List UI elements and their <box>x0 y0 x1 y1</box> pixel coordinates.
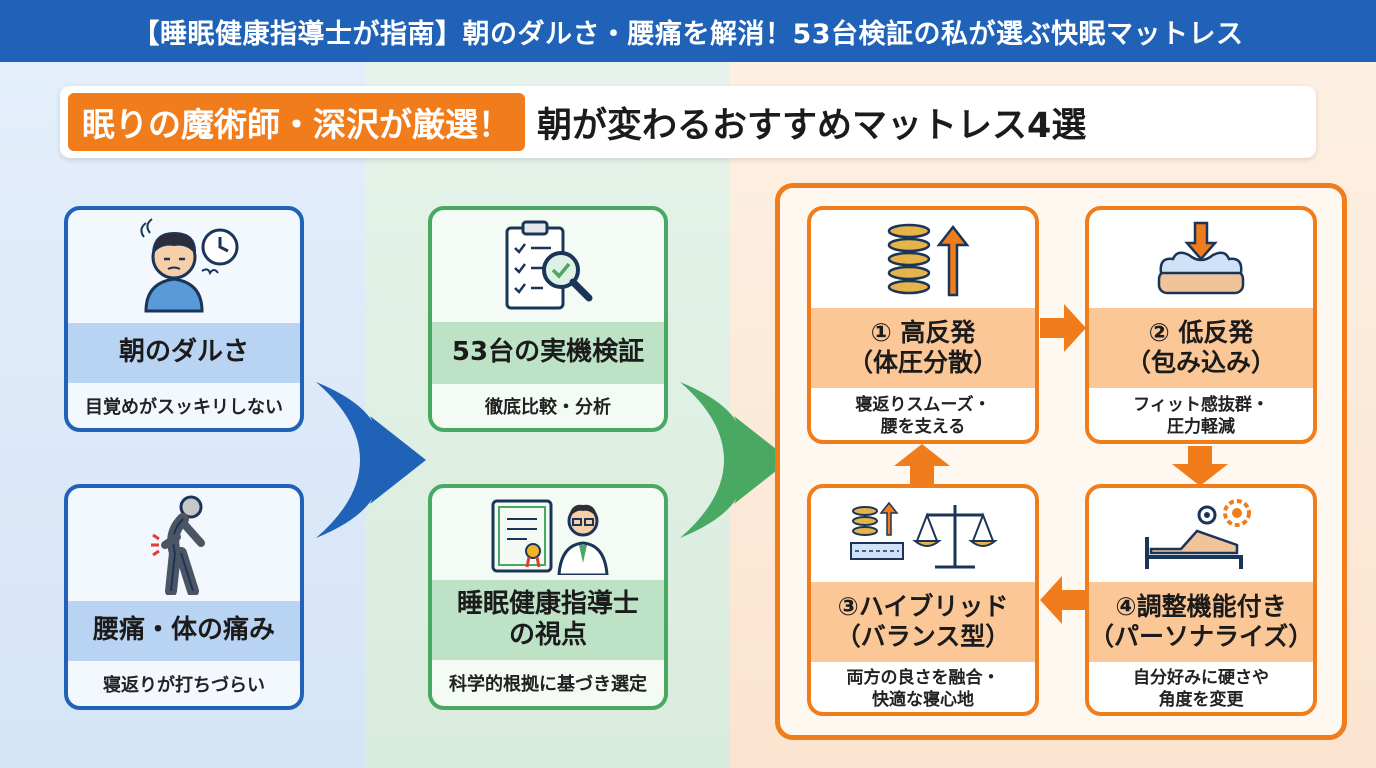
type-title: ④調整機能付き （パーソナライズ） <box>1089 582 1313 662</box>
type-description-line1: 寝返りスムーズ・ <box>855 394 991 415</box>
foam-press-icon <box>1089 210 1313 308</box>
adjustable-bed-gear-icon <box>1089 488 1313 582</box>
method-card-53-verification: 53台の実機検証 徹底比較・分析 <box>428 206 668 432</box>
method-title: 53台の実機検証 <box>432 322 664 384</box>
type-description-line2: 圧力軽減 <box>1167 417 1235 437</box>
flow-arrow-blue <box>316 382 426 538</box>
type-description-line1: 両方の良さを融合・ <box>846 667 1000 688</box>
problem-title: 腰痛・体の痛み <box>68 601 300 661</box>
spring-up-arrow-icon <box>811 210 1035 308</box>
checklist-magnifier-icon <box>432 210 664 322</box>
page-title: 【睡眠健康指導士が指南】朝のダルさ・腰痛を解消！53台検証の私が選ぶ快眠マットレ… <box>0 0 1376 62</box>
problem-description: 目覚めがスッキリしない <box>85 397 283 419</box>
type-title-line2: （バランス型） <box>835 622 1011 651</box>
type-description-line1: フィット感抜群・ <box>1133 394 1269 415</box>
type-description-line2: 腰を支える <box>880 417 966 437</box>
type-title-line1: ① 高反発 <box>870 318 976 347</box>
method-description: 科学的根拠に基づき選定 <box>449 674 647 696</box>
type-title: ③ハイブリッド （バランス型） <box>811 582 1035 662</box>
method-card-sleep-advisor: 睡眠健康指導士 の視点 科学的根拠に基づき選定 <box>428 484 668 710</box>
banner-headline: 朝が変わるおすすめマットレス4選 <box>537 105 1087 146</box>
back-pain-icon <box>68 488 300 598</box>
spring-balance-scale-icon <box>811 488 1035 582</box>
method-title-line1: 睡眠健康指導士 <box>456 588 639 619</box>
type-title-line2: （包み込み） <box>1125 348 1276 377</box>
arrow-right-icon <box>1040 304 1086 352</box>
flow-arrow-green <box>680 382 790 538</box>
tired-person-clock-icon <box>68 210 300 320</box>
headline-banner: 眠りの魔術師・深沢が厳選！ 朝が変わるおすすめマットレス4選 <box>60 86 1316 158</box>
arrow-down-icon <box>1172 446 1228 486</box>
method-title: 睡眠健康指導士 の視点 <box>432 580 664 660</box>
type-card-high-resilience: ① 高反発 （体圧分散） 寝返りスムーズ・ 腰を支える <box>807 206 1039 444</box>
method-description: 徹底比較・分析 <box>485 397 611 419</box>
type-title-line1: ③ハイブリッド <box>837 592 1009 621</box>
certificate-doctor-icon <box>432 488 664 580</box>
type-description: 両方の良さを融合・ 快適な寝心地 <box>811 662 1035 712</box>
type-description: フィット感抜群・ 圧力軽減 <box>1089 388 1313 440</box>
type-description: 寝返りスムーズ・ 腰を支える <box>811 388 1035 440</box>
type-card-low-resilience: ② 低反発 （包み込み） フィット感抜群・ 圧力軽減 <box>1085 206 1317 444</box>
type-description: 自分好みに硬さや 角度を変更 <box>1089 662 1313 712</box>
problem-title: 朝のダルさ <box>68 323 300 383</box>
arrow-left-icon <box>1040 576 1086 624</box>
type-title-line2: （体圧分散） <box>847 348 998 377</box>
banner-tag: 眠りの魔術師・深沢が厳選！ <box>68 93 525 151</box>
type-title: ② 低反発 （包み込み） <box>1089 308 1313 388</box>
problem-card-back-pain: 腰痛・体の痛み 寝返りが打ちづらい <box>64 484 304 710</box>
type-title-line1: ② 低反発 <box>1148 318 1254 347</box>
type-title-line1: ④調整機能付き <box>1115 592 1287 621</box>
type-description-line1: 自分好みに硬さや <box>1133 667 1269 688</box>
type-title-line2: （パーソナライズ） <box>1089 622 1314 651</box>
type-card-hybrid: ③ハイブリッド （バランス型） 両方の良さを融合・ 快適な寝心地 <box>807 484 1039 716</box>
type-title: ① 高反発 （体圧分散） <box>811 308 1035 388</box>
type-card-adjustable: ④調整機能付き （パーソナライズ） 自分好みに硬さや 角度を変更 <box>1085 484 1317 716</box>
type-description-line2: 快適な寝心地 <box>872 690 974 710</box>
arrow-up-icon <box>894 444 950 484</box>
method-title-line2: の視点 <box>508 620 587 650</box>
problem-description: 寝返りが打ちづらい <box>103 675 265 697</box>
problem-card-morning-fatigue: 朝のダルさ 目覚めがスッキリしない <box>64 206 304 432</box>
type-description-line2: 角度を変更 <box>1158 690 1244 710</box>
